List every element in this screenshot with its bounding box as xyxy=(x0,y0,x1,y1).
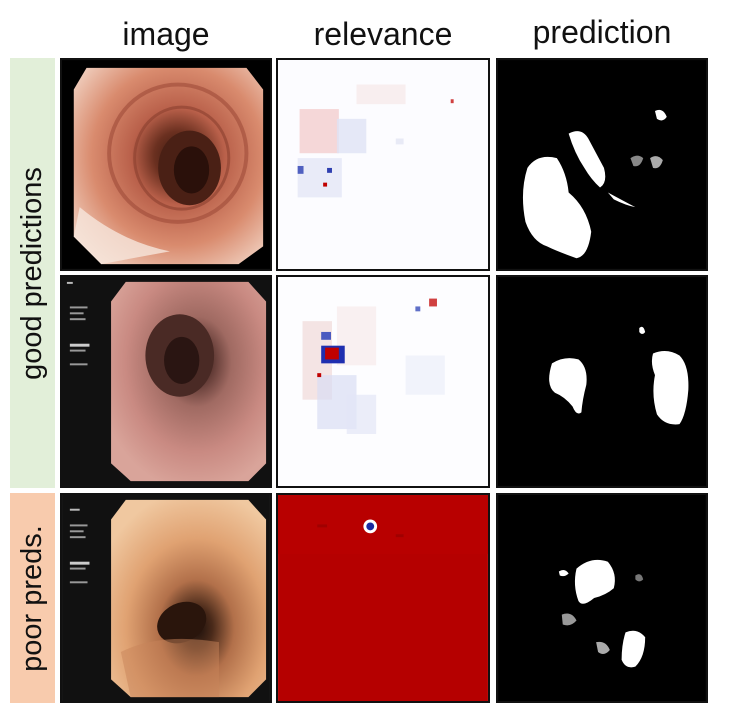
relevance-row3 xyxy=(276,493,490,703)
prediction-mask-3 xyxy=(498,495,706,701)
colonoscopy-image-2 xyxy=(62,277,270,486)
header-relevance: relevance xyxy=(313,16,453,52)
row-label-good: good predictions xyxy=(10,58,55,488)
colonoscopy-image-1 xyxy=(62,60,270,269)
row-label-poor: poor preds. xyxy=(10,493,55,703)
prediction-row2 xyxy=(496,275,708,488)
prediction-row1 xyxy=(496,58,708,271)
relevance-map-1 xyxy=(278,60,488,269)
row-label-good-text: good predictions xyxy=(16,166,49,380)
header-prediction: prediction xyxy=(532,14,672,50)
prediction-row3 xyxy=(496,493,708,703)
image-row2 xyxy=(60,275,272,488)
prediction-mask-2 xyxy=(498,277,706,486)
prediction-mask-1 xyxy=(498,60,706,269)
image-row1 xyxy=(60,58,272,271)
relevance-row2 xyxy=(276,275,490,488)
image-row3 xyxy=(60,493,272,703)
colonoscopy-image-3 xyxy=(62,495,270,701)
relevance-map-3 xyxy=(278,495,488,701)
row-label-poor-text: poor preds. xyxy=(16,524,49,672)
relevance-map-2 xyxy=(278,277,488,486)
relevance-row1 xyxy=(276,58,490,271)
header-image: image xyxy=(122,16,210,52)
